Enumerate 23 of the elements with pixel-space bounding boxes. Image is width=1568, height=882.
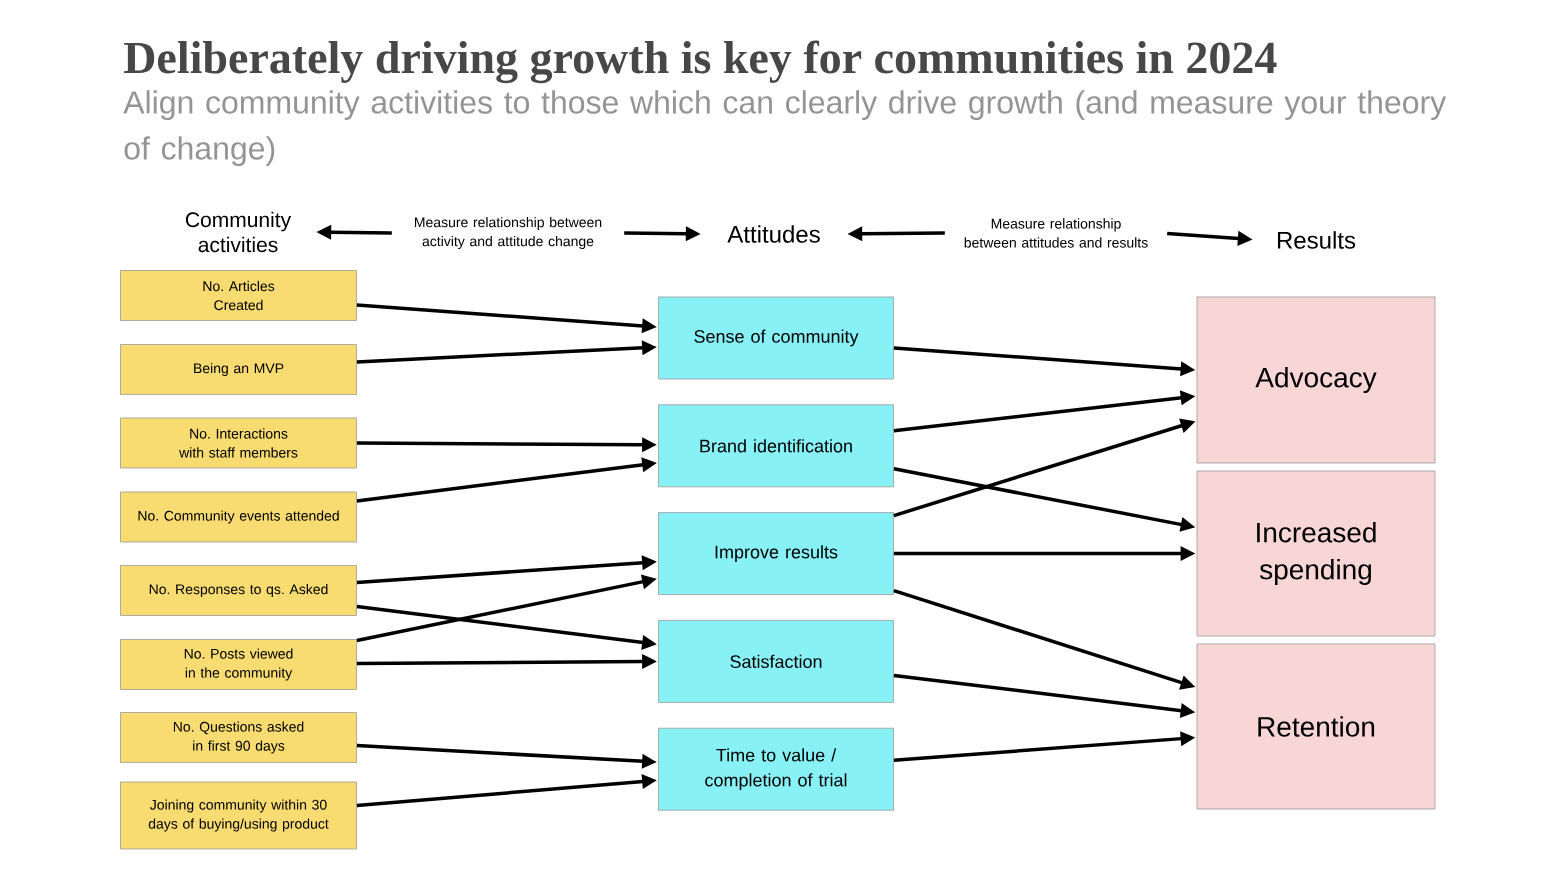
activity-box: Being an MVP xyxy=(120,344,357,395)
attitude-box: Time to value / completion of trial xyxy=(658,727,894,811)
activity-box: Joining community within 30 days of buying/using product xyxy=(120,781,357,850)
attitude-box: Improve results xyxy=(658,512,894,595)
attitude-box: Brand identification xyxy=(658,404,894,488)
title: Deliberately driving growth is key for communities in 2024 xyxy=(124,40,1277,84)
activity-box: No. Community events attended xyxy=(120,491,357,543)
annotation-text: Measure relationship between activity and attitude change xyxy=(415,216,602,249)
activity-box: No. Questions asked in first 90 days xyxy=(120,712,357,763)
attitude-box: Satisfaction xyxy=(658,620,894,703)
activity-box: No. Responses to qs. Asked xyxy=(120,565,357,616)
activity-box: No. Posts viewed in the community xyxy=(120,639,357,690)
subtitle: Align community activities to those which can clearly drive growth (and measure your theory of change) xyxy=(123,90,1447,166)
result-box: Advocacy xyxy=(1196,296,1436,464)
column-heading: Attitudes xyxy=(727,225,820,243)
column-heading: Community activities xyxy=(186,211,292,253)
result-box: Increased spending xyxy=(1196,470,1436,637)
activity-box: No. Interactions with staff members xyxy=(120,417,357,469)
attitude-box: Sense of community xyxy=(658,296,894,380)
annotation-text: Measure relationship between attitudes and results xyxy=(964,218,1148,248)
column-heading: Results xyxy=(1277,231,1356,249)
activity-box: No. Articles Created xyxy=(120,270,357,321)
result-box: Retention xyxy=(1196,643,1436,810)
